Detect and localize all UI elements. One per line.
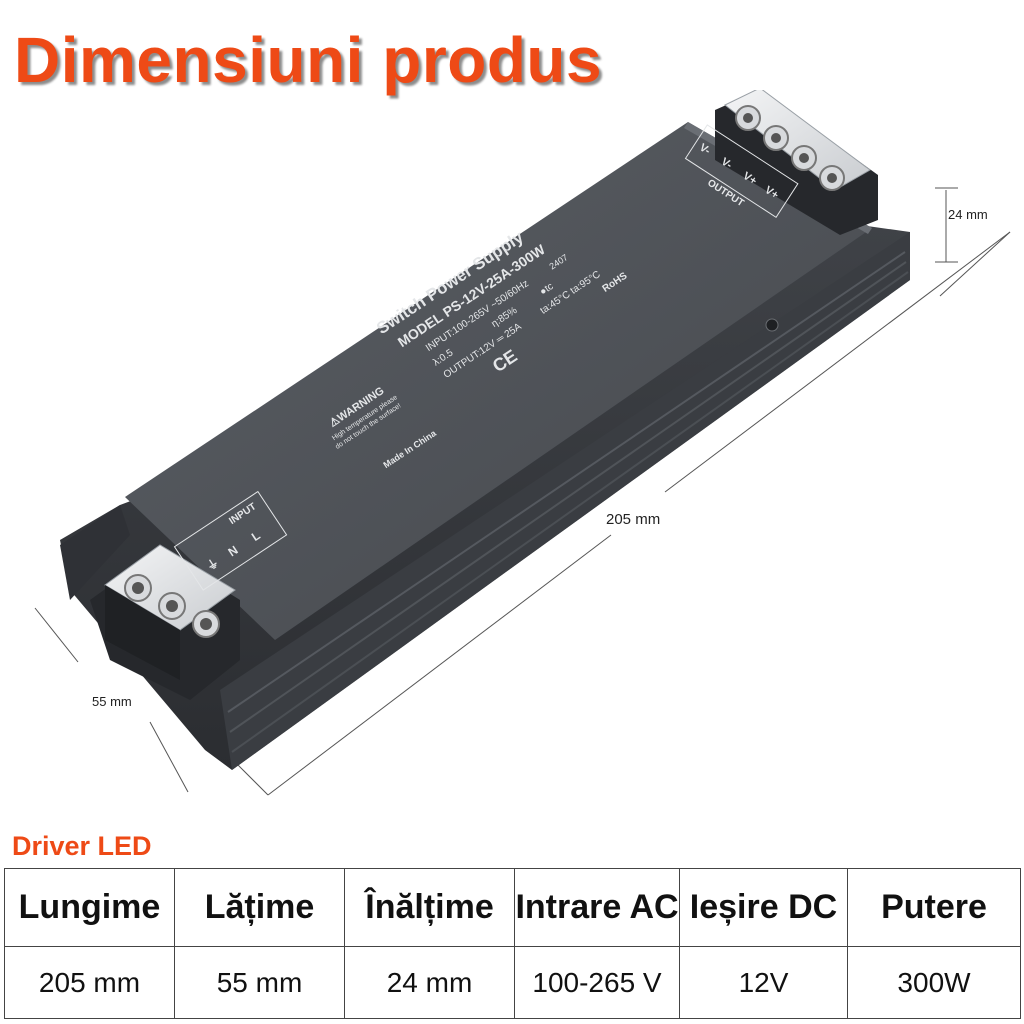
dimension-width-label: 55 mm <box>92 694 132 709</box>
page-title: Dimensiuni produs <box>14 24 603 96</box>
spec-table-value-row: 205 mm 55 mm 24 mm 100-265 V 12V 300W <box>4 946 1021 1019</box>
value-lungime: 205 mm <box>4 946 175 1019</box>
dimension-lines <box>34 187 1011 796</box>
dimension-height-label: 24 mm <box>948 207 988 222</box>
spec-table: Lungime Lățime Înălțime Intrare AC Ieșir… <box>4 868 1021 1019</box>
header-lungime: Lungime <box>4 868 175 947</box>
header-latime: Lățime <box>174 868 345 947</box>
side-screw <box>765 318 779 332</box>
header-putere: Putere <box>847 868 1021 947</box>
dimension-length-label: 205 mm <box>606 511 661 528</box>
section-subtitle: Driver LED <box>12 831 152 861</box>
device-top-face <box>125 122 872 640</box>
output-terminal-block <box>715 90 878 235</box>
value-inaltime: 24 mm <box>344 946 515 1019</box>
header-inaltime: Înălțime <box>344 868 515 947</box>
header-intrare-ac: Intrare AC <box>514 868 680 947</box>
value-latime: 55 mm <box>174 946 345 1019</box>
value-iesire-dc: 12V <box>679 946 848 1019</box>
product-illustration: Switch Power Supply MODEL PS-12V-25A-300… <box>34 90 1011 796</box>
value-putere: 300W <box>847 946 1021 1019</box>
value-intrare-ac: 100-265 V <box>514 946 680 1019</box>
header-iesire-dc: Ieșire DC <box>679 868 848 947</box>
input-terminal-block <box>90 544 240 700</box>
spec-table-header-row: Lungime Lățime Înălțime Intrare AC Ieșir… <box>4 868 1021 947</box>
